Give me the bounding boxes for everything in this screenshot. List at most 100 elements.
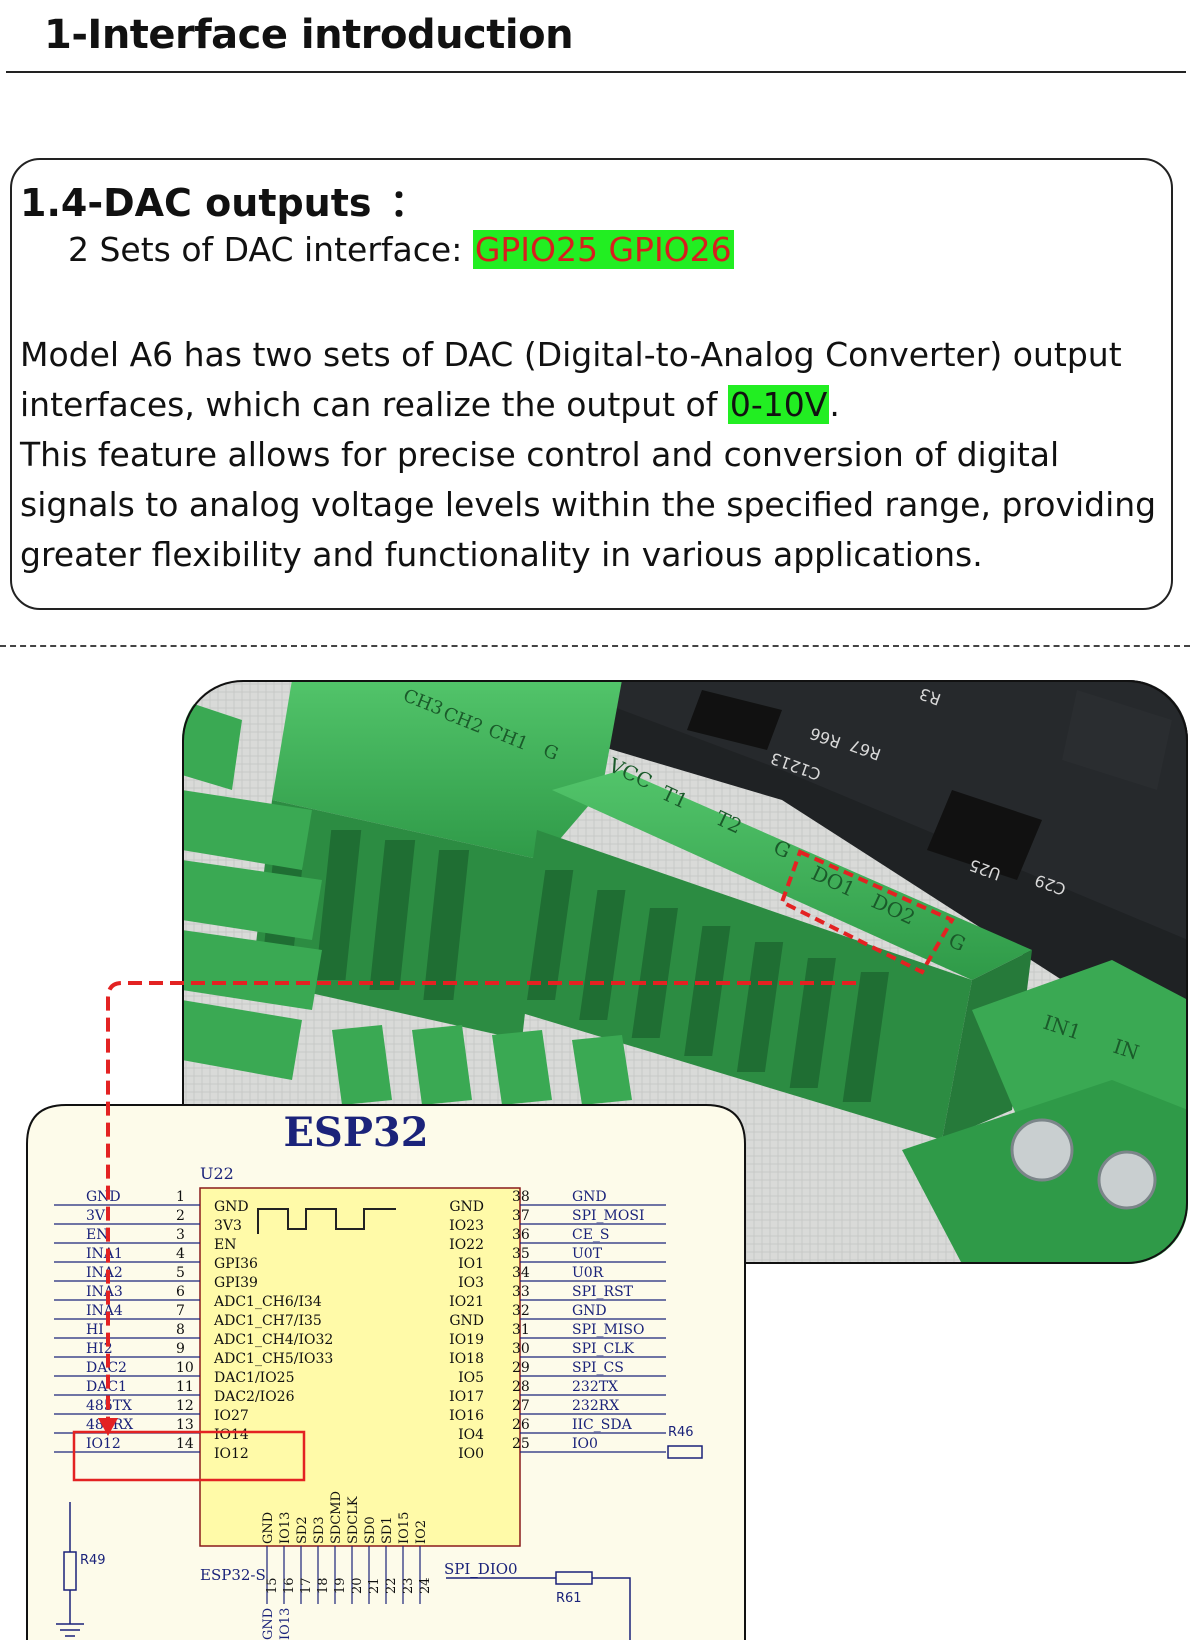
resistor-label: R61 <box>556 1591 582 1606</box>
pcb-chip <box>687 690 1172 880</box>
right-net-label: GND <box>572 1189 607 1205</box>
pin-number: 16 <box>282 1577 297 1594</box>
right-net-label: SPI_MOSI <box>572 1208 644 1224</box>
pin-function: IO22 <box>449 1237 484 1253</box>
pin-function: GND <box>214 1199 249 1215</box>
right-net-label: GND <box>572 1303 607 1319</box>
right-net-label: SPI_MISO <box>572 1322 644 1338</box>
description-text-b: . <box>829 385 840 424</box>
left-net-label: HI <box>86 1322 104 1338</box>
dashed-separator <box>0 645 1190 647</box>
pin-number: 13 <box>176 1417 194 1433</box>
pin-number: 37 <box>512 1208 530 1224</box>
pin-function: GPI39 <box>214 1275 258 1291</box>
description-para-1: Model A6 has two sets of DAC (Digital-to… <box>20 330 1180 430</box>
voltage-range: 0-10V <box>727 385 830 424</box>
pin-function: 3V3 <box>214 1218 242 1234</box>
pin-number: 36 <box>512 1227 530 1243</box>
pin-function: IO21 <box>449 1294 484 1310</box>
description: Model A6 has two sets of DAC (Digital-to… <box>20 330 1180 580</box>
pin-function: IO15 <box>397 1512 412 1544</box>
pin-number: 35 <box>512 1246 530 1262</box>
pin-number: 22 <box>384 1577 399 1594</box>
right-net-label: IIC_SDA <box>572 1417 633 1433</box>
pin-number: 30 <box>512 1341 530 1357</box>
left-net-label: INA4 <box>86 1303 123 1319</box>
right-net-label: SPI_RST <box>572 1284 634 1300</box>
resistor-label: R49 <box>80 1553 106 1568</box>
terminal-block-left: CH3 CH2 CH1 G <box>252 680 622 1040</box>
pin-number: 29 <box>512 1360 530 1376</box>
right-net-label: SPI_CS <box>572 1360 624 1376</box>
pin-number: 19 <box>333 1577 348 1594</box>
dac-info-card <box>10 158 1173 610</box>
pin-number: 3 <box>176 1227 185 1243</box>
left-net-label: DAC1 <box>86 1379 127 1395</box>
description-para-2: This feature allows for precise control … <box>20 435 1157 574</box>
pin-number: 6 <box>176 1284 185 1300</box>
pin-number: 5 <box>176 1265 185 1281</box>
left-net-label: 3V <box>86 1208 106 1224</box>
bottom-pin-group: GND15IO1316SD217SD318SDCMD19SDCLK20SD021… <box>261 1491 433 1640</box>
pin-number: 32 <box>512 1303 530 1319</box>
pin-function: IO12 <box>214 1446 249 1462</box>
pin-function: GPI36 <box>214 1256 258 1272</box>
dac-interface-prefix: 2 Sets of DAC interface: <box>68 230 473 269</box>
section-heading-text: 1.4-DAC outputs <box>20 181 372 225</box>
ground-icon <box>56 1623 84 1637</box>
left-net-label: INA3 <box>86 1284 123 1300</box>
pin-function: ADC1_CH4/IO32 <box>213 1332 333 1348</box>
pin-function: ADC1_CH6/I34 <box>213 1294 322 1310</box>
pin-function: EN <box>214 1237 236 1253</box>
pin-function: IO2 <box>414 1520 429 1544</box>
pin-number: 33 <box>512 1284 530 1300</box>
pin-function: IO1 <box>458 1256 484 1272</box>
section-heading: 1.4-DAC outputs ： <box>20 172 428 227</box>
pin-number: 20 <box>350 1577 365 1594</box>
pin-number: 18 <box>316 1577 331 1594</box>
pin-number: 26 <box>512 1417 530 1433</box>
pin-number: 25 <box>512 1436 530 1452</box>
left-net-label: HI2 <box>86 1341 113 1357</box>
pin-number: 15 <box>265 1577 280 1594</box>
pin-function: SD3 <box>312 1516 327 1544</box>
resistor-r46 <box>667 1445 703 1459</box>
pin-number: 7 <box>176 1303 185 1319</box>
bottom-net-label: IO13 <box>278 1608 293 1640</box>
pin-number: 8 <box>176 1322 185 1338</box>
bottom-net-label: GND <box>261 1608 276 1640</box>
right-net-label: U0T <box>572 1246 603 1262</box>
right-net-label: 232TX <box>572 1379 618 1395</box>
left-net-label: IO12 <box>86 1436 121 1452</box>
pin-number: 38 <box>512 1189 530 1205</box>
pin-function: GND <box>449 1313 484 1329</box>
left-net-label: INA2 <box>86 1265 123 1281</box>
pin-function: IO4 <box>458 1427 484 1443</box>
pin-number: 28 <box>512 1379 530 1395</box>
pin-function: DAC2/IO26 <box>214 1389 295 1405</box>
spi-net-label: SPI_DIO0 <box>444 1560 518 1578</box>
schematic-title: ESP32 <box>283 1109 428 1156</box>
pin-function: ADC1_CH7/I35 <box>213 1313 322 1329</box>
pin-function: IO0 <box>458 1446 484 1462</box>
left-net-label: DAC2 <box>86 1360 127 1376</box>
pin-number: 24 <box>418 1577 433 1594</box>
section-heading-colon: ： <box>389 181 428 225</box>
pin-function: DAC1/IO25 <box>214 1370 295 1386</box>
pin-number: 34 <box>512 1265 530 1281</box>
title-underline <box>6 71 1186 73</box>
dac-interface-line: 2 Sets of DAC interface: GPIO25 GPIO26 <box>68 230 734 269</box>
pin-function: IO18 <box>449 1351 484 1367</box>
pin-number: 11 <box>176 1379 194 1395</box>
pin-number: 23 <box>401 1577 416 1594</box>
pin-function: IO5 <box>458 1370 484 1386</box>
pin-function: SD2 <box>295 1516 310 1544</box>
pin-number: 27 <box>512 1398 530 1414</box>
pin-function: SD0 <box>363 1516 378 1544</box>
resistor-label: R46 <box>668 1425 694 1440</box>
pin-function: IO14 <box>214 1427 249 1443</box>
right-net-label: IO0 <box>572 1436 598 1452</box>
page-title: 1-Interface introduction <box>44 12 574 58</box>
pin-function: IO19 <box>449 1332 484 1348</box>
